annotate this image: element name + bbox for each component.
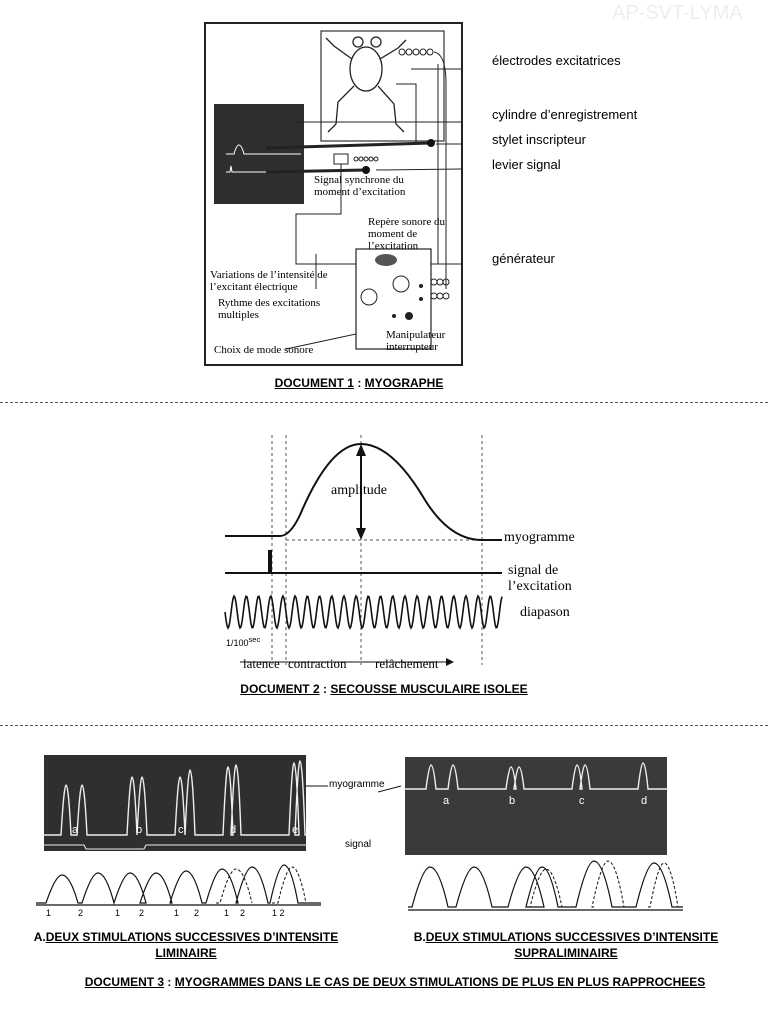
arrow-lines bbox=[306, 785, 402, 793]
knob-icon bbox=[360, 288, 378, 306]
stimulus-mark bbox=[268, 550, 272, 573]
tick-label: 1 2 bbox=[272, 908, 285, 918]
relachement-label: relâchement bbox=[375, 656, 439, 671]
letter-b-d: d bbox=[641, 795, 648, 807]
separator-2 bbox=[0, 725, 768, 726]
letter-a-a: a bbox=[72, 824, 79, 836]
myogramme-label: myogramme bbox=[504, 530, 575, 545]
doc1-caption: DOCUMENT 1 : MYOGRAPHE bbox=[274, 376, 444, 390]
diapason-wave bbox=[224, 594, 503, 630]
tick-label: 1 bbox=[115, 908, 121, 918]
label-electrodes: électrodes excitatrices bbox=[492, 53, 621, 68]
switch-icon bbox=[405, 312, 413, 320]
tick-label: 1 bbox=[174, 908, 180, 918]
signal-sync-label: Signal synchrone du moment d’excitation bbox=[314, 174, 406, 198]
contraction-label: contraction bbox=[288, 656, 347, 671]
frog-icon bbox=[325, 36, 407, 133]
latence-label: latence bbox=[243, 656, 280, 671]
secousse-chart bbox=[224, 435, 503, 666]
line-chart-b bbox=[408, 860, 683, 911]
letters-a: a b c d e bbox=[44, 824, 306, 840]
choix-label: Choix de mode sonore bbox=[214, 344, 314, 356]
letter-b-a: a bbox=[443, 795, 450, 807]
myogramme-arrow-label: myogramme bbox=[329, 779, 385, 790]
amplitude-label: amplitude bbox=[331, 483, 387, 498]
doc2-caption: DOCUMENT 2 : SECOUSSE MUSCULAIRE ISOLEE bbox=[240, 682, 528, 696]
tick-label: 1 bbox=[224, 908, 230, 918]
label-generateur: générateur bbox=[492, 251, 555, 266]
label-stylet: stylet inscripteur bbox=[492, 132, 586, 147]
label-levier: levier signal bbox=[492, 157, 561, 172]
doc3-caption: DOCUMENT 3 : MYOGRAMMES DANS LE CAS DE D… bbox=[84, 975, 706, 989]
letter-b-b: b bbox=[509, 795, 516, 807]
myogram-photo-b bbox=[405, 757, 667, 855]
letter-a-c: c bbox=[178, 824, 184, 836]
letters-b: a b c d bbox=[405, 795, 667, 811]
watermark: AP-SVT-LYMA bbox=[612, 2, 743, 24]
diapason-label: diapason bbox=[520, 605, 570, 620]
caption-a: A.DEUX STIMULATIONS SUCCESSIVES D’INTENS… bbox=[33, 930, 339, 960]
letter-a-b: b bbox=[136, 824, 143, 836]
manipulateur-label: Manipulateur interrupteur bbox=[386, 329, 446, 353]
knob-icon bbox=[392, 275, 410, 293]
letter-a-d: d bbox=[230, 824, 237, 836]
myographe-figure: Signal synchrone du moment d’excitation … bbox=[204, 22, 463, 366]
tick-label: 2 bbox=[240, 908, 246, 918]
tick-label: 2 bbox=[139, 908, 145, 918]
myographe-drawing bbox=[214, 30, 462, 350]
myogram-photo-a bbox=[44, 755, 306, 851]
label-cylindre: cylindre d’enregistrement bbox=[492, 107, 638, 122]
line-chart-a bbox=[36, 864, 321, 906]
separator-1 bbox=[0, 402, 768, 403]
tick-label: 2 bbox=[78, 908, 84, 918]
signal-label: signal bbox=[345, 839, 372, 850]
variations-label: Variations de l’intensité de l’excitant … bbox=[210, 269, 328, 293]
speaker-icon bbox=[375, 254, 397, 266]
tick-label: 1 bbox=[46, 908, 52, 918]
rythme-label: Rythme des excitations multiples bbox=[218, 297, 321, 321]
repere-sonore-label: Repère sonore du moment de l’excitation bbox=[368, 216, 445, 252]
letter-a-e: e bbox=[292, 824, 299, 836]
letter-b-c: c bbox=[579, 795, 585, 807]
tick-label: 2 bbox=[194, 908, 200, 918]
signal-excitation-label: signal de l’excitation bbox=[508, 563, 572, 594]
caption-b: B.DEUX STIMULATIONS SUCCESSIVES D’INTENS… bbox=[413, 930, 719, 960]
time-unit: 1/100sec bbox=[226, 635, 261, 648]
